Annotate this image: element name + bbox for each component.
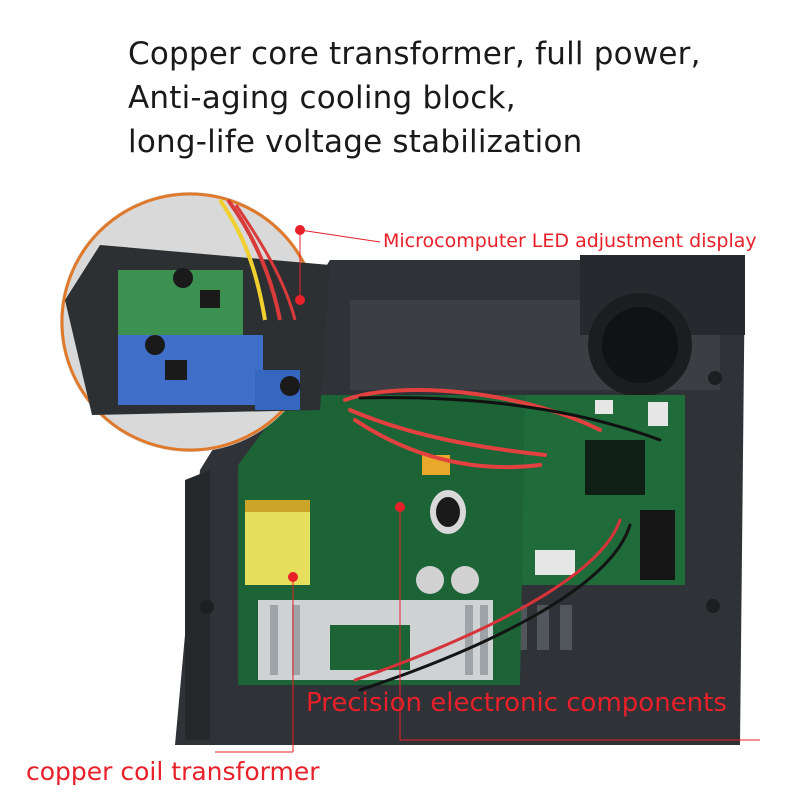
transformer-coil [245,500,310,585]
headline-line-1: Copper core transformer, full power, [128,36,701,72]
control-board [520,395,685,585]
callout-markers [288,225,405,582]
headline-line-3: long-life voltage stabilization [128,124,583,160]
callout-lines [215,229,760,753]
display-board-blue [118,335,263,405]
callout-transformer-label: copper coil transformer [26,757,320,786]
headline-line-2: Anti-aging cooling block, [128,80,516,116]
headline: Copper core transformer, full power, Ant… [128,32,788,164]
callout-display-label: Microcomputer LED adjustment display [383,230,757,252]
callout-components-label: Precision electronic components [306,688,727,718]
wires [343,388,662,692]
inset-display-closeup [60,192,330,452]
